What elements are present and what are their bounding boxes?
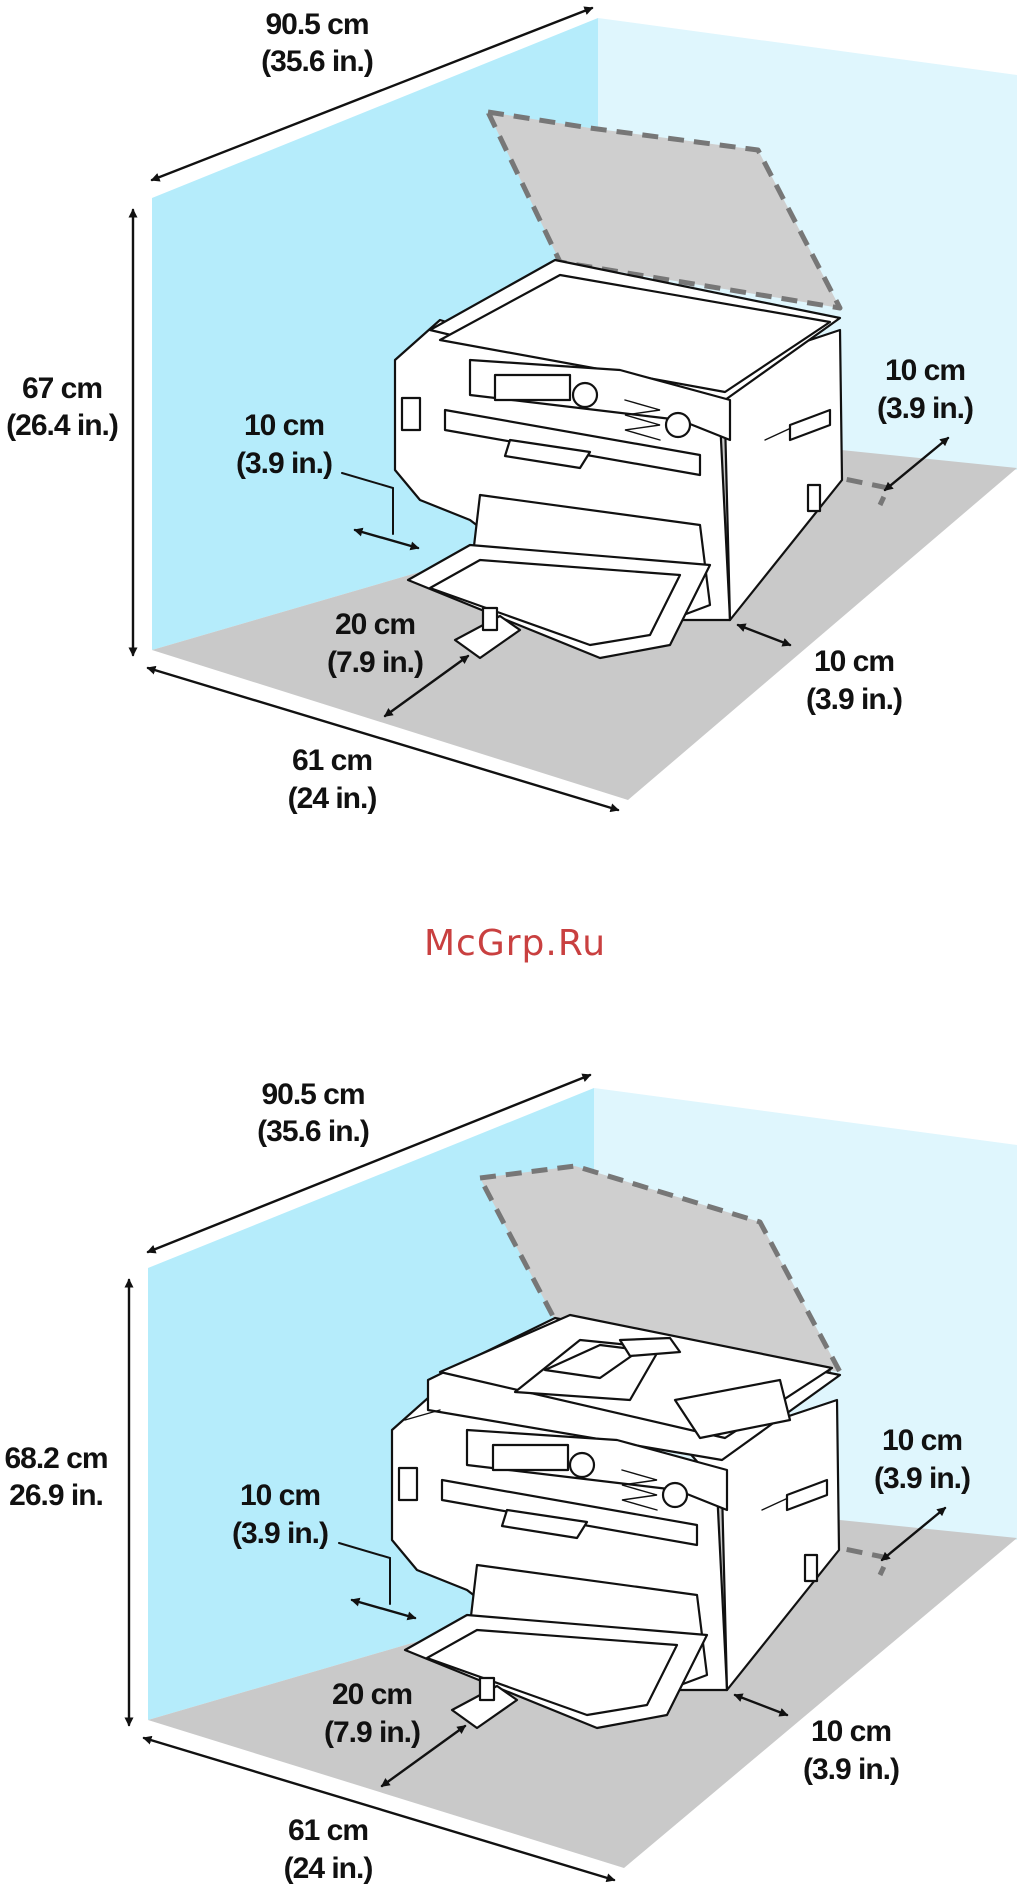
width-cm-label: 90.5 cm [261, 1078, 364, 1111]
back-gap-in-label: (3.9 in.) [877, 392, 973, 425]
right-gap-cm-label: 10 cm [814, 645, 894, 678]
left-gap-cm-label: 10 cm [244, 409, 324, 442]
left-gap-in-label: (3.9 in.) [232, 1517, 328, 1550]
front-gap-cm-label: 20 cm [332, 1678, 412, 1711]
figure-clearance-top: 90.5 cm (35.6 in.) 67 cm (26.4 in.) 10 c… [6, 8, 1017, 815]
height-cm-label: 67 cm [22, 372, 102, 405]
left-gap-in-label: (3.9 in.) [236, 447, 332, 480]
right-gap-cm-label: 10 cm [811, 1715, 891, 1748]
width-in-label: (35.6 in.) [261, 45, 373, 78]
back-gap-in-label: (3.9 in.) [874, 1462, 970, 1495]
figure-clearance-bottom: 90.5 cm (35.6 in.) 68.2 cm 26.9 in. 10 c… [4, 1075, 1017, 1885]
width-cm-label: 90.5 cm [265, 8, 368, 41]
watermark: McGrp.Ru [424, 923, 606, 964]
back-gap-cm-label: 10 cm [885, 354, 965, 387]
height-in-label: 26.9 in. [9, 1479, 103, 1512]
back-gap-cm-label: 10 cm [882, 1424, 962, 1457]
front-gap-in-label: (7.9 in.) [327, 646, 423, 679]
front-gap-in-label: (7.9 in.) [324, 1716, 420, 1749]
width-in-label: (35.6 in.) [257, 1115, 369, 1148]
height-cm-label: 68.2 cm [4, 1442, 107, 1475]
right-gap-in-label: (3.9 in.) [803, 1753, 899, 1786]
depth-in-label: (24 in.) [288, 782, 377, 815]
depth-cm-label: 61 cm [288, 1814, 368, 1847]
height-in-label: (26.4 in.) [6, 409, 118, 442]
left-gap-cm-label: 10 cm [240, 1479, 320, 1512]
depth-cm-label: 61 cm [292, 744, 372, 777]
right-gap-in-label: (3.9 in.) [806, 683, 902, 716]
depth-in-label: (24 in.) [284, 1852, 373, 1885]
front-gap-cm-label: 20 cm [335, 608, 415, 641]
